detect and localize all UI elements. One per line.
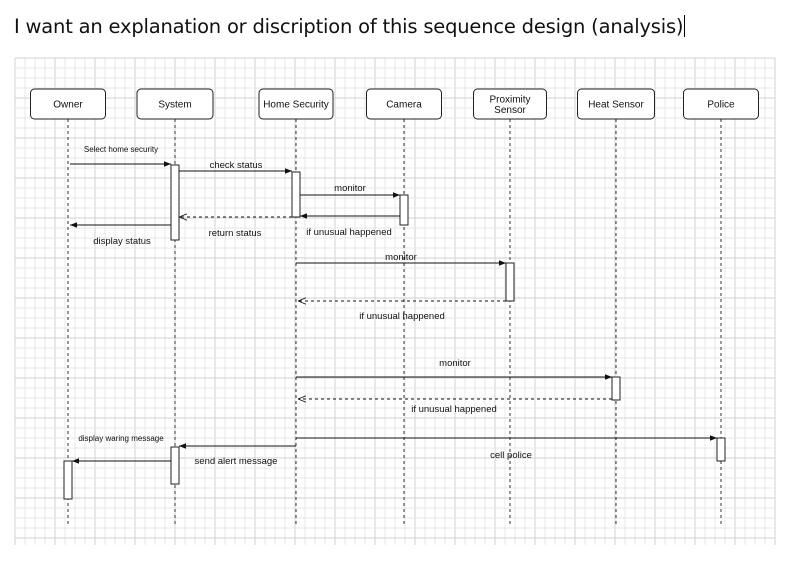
message-label: send alert message xyxy=(195,456,278,467)
message-10[interactable]: if unusual happened xyxy=(298,399,612,415)
actor-owner[interactable]: Owner xyxy=(30,88,106,120)
actor-label: System xyxy=(158,100,191,111)
actor-box xyxy=(366,88,442,120)
actor-camera[interactable]: Camera xyxy=(366,88,442,120)
message-label: display waring message xyxy=(78,434,164,443)
actor-police[interactable]: Police xyxy=(683,88,759,120)
question-text[interactable]: I want an explanation or discription of … xyxy=(14,15,686,38)
message-label: if unusual happened xyxy=(411,404,497,415)
text-cursor xyxy=(684,15,686,37)
message-label: cell police xyxy=(490,450,532,461)
activation-bar xyxy=(170,446,180,485)
message-label: monitor xyxy=(439,358,471,369)
message-9[interactable]: monitor xyxy=(296,358,612,380)
actor-label: Home Security xyxy=(263,100,329,111)
message-1[interactable]: Select home security xyxy=(70,145,171,167)
actor-label: Sensor xyxy=(494,105,526,116)
message-13[interactable]: display waring message xyxy=(72,434,171,464)
actor-label: Proximity xyxy=(489,94,530,105)
message-label: check status xyxy=(210,160,263,171)
actor-home-security[interactable]: Home Security xyxy=(258,88,334,120)
actor-box xyxy=(577,88,655,120)
message-7[interactable]: monitor xyxy=(296,252,506,266)
actor-box xyxy=(136,88,214,120)
question-label: I want an explanation or discription of … xyxy=(14,15,684,38)
actor-row: Owner System Home Security Camera ProximityS… xyxy=(30,88,759,120)
activation-bar xyxy=(399,194,409,226)
actor-system[interactable]: System xyxy=(136,88,214,120)
message-arrows: Select home security check status monitor i… xyxy=(70,145,717,467)
message-6[interactable]: display status xyxy=(70,222,171,247)
actor-box xyxy=(473,88,547,120)
actor-label: Police xyxy=(707,100,735,111)
message-label: Select home security xyxy=(84,145,158,154)
activation-bar xyxy=(611,376,621,401)
message-2[interactable]: check status xyxy=(179,160,292,174)
activation-bar xyxy=(716,437,726,462)
message-8[interactable]: if unusual happened xyxy=(298,301,506,322)
activation-bar xyxy=(63,460,73,500)
message-label: if unusual happened xyxy=(359,311,445,322)
activation-bar xyxy=(291,171,301,218)
message-label: display status xyxy=(93,236,151,247)
actor-label: Owner xyxy=(53,100,83,111)
message-5[interactable]: return status xyxy=(179,217,292,239)
actor-box xyxy=(258,88,334,120)
activation-bars xyxy=(63,164,726,500)
message-label: return status xyxy=(209,228,262,239)
actor-box xyxy=(683,88,759,120)
message-12[interactable]: send alert message xyxy=(179,443,296,467)
actor-label: Camera xyxy=(386,100,422,111)
message-4[interactable]: if unusual happened xyxy=(300,213,400,238)
message-label: monitor xyxy=(385,252,417,263)
activation-bar xyxy=(170,164,180,241)
activation-bar xyxy=(505,262,515,302)
actor-box xyxy=(30,88,106,120)
message-3[interactable]: monitor xyxy=(300,183,400,198)
actor-heat-sensor[interactable]: Heat Sensor xyxy=(577,88,655,120)
message-label: monitor xyxy=(334,183,366,194)
message-11[interactable]: cell police xyxy=(296,435,717,461)
message-label: if unusual happened xyxy=(306,227,392,238)
actor-label: Heat Sensor xyxy=(588,100,644,111)
